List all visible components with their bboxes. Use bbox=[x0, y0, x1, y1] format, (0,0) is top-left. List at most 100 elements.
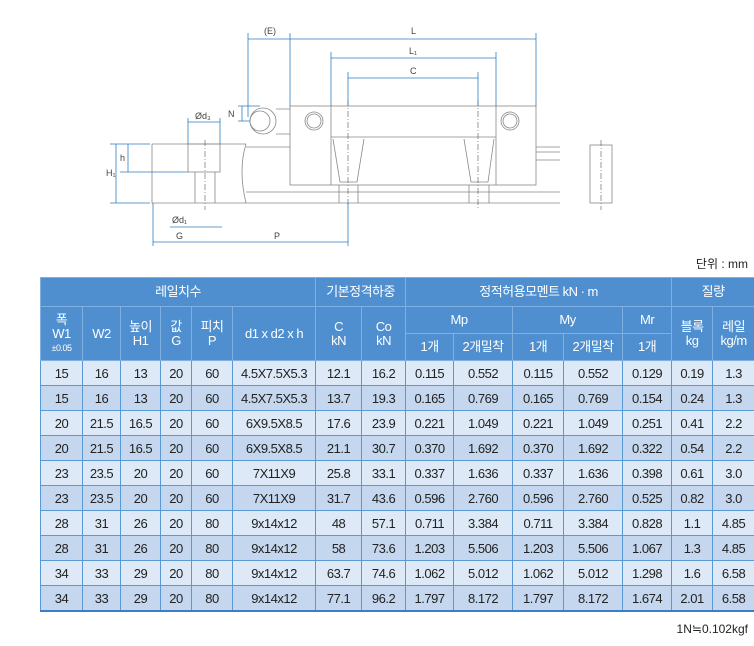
table-cell: 80 bbox=[191, 560, 233, 586]
table-cell: 0.552 bbox=[563, 360, 624, 386]
table-cell: 80 bbox=[191, 510, 233, 536]
table-cell: 15 bbox=[40, 385, 83, 411]
table-cell: 1.3 bbox=[671, 535, 714, 561]
table-cell: 29 bbox=[120, 560, 161, 586]
table-cell: 9x14x12 bbox=[231, 535, 317, 561]
table-cell: 0.711 bbox=[512, 510, 565, 536]
table-cell: 20 bbox=[160, 535, 192, 561]
table-cell: 0.221 bbox=[405, 410, 455, 436]
table-cell: 31 bbox=[82, 535, 121, 561]
label-c: C bbox=[410, 66, 417, 76]
header-mass: 질량 bbox=[671, 277, 754, 307]
table-cell: 0.41 bbox=[671, 410, 714, 436]
label-l: L bbox=[411, 26, 416, 36]
w1-tolerance: ±0.05 bbox=[51, 343, 72, 354]
table-cell: 2.760 bbox=[453, 485, 514, 511]
table-cell: 13 bbox=[120, 385, 161, 411]
table-cell: 4.5X7.5X5.3 bbox=[231, 360, 317, 386]
center-lines bbox=[204, 100, 602, 210]
p-label: 피치 bbox=[200, 318, 224, 334]
table-cell: 0.54 bbox=[671, 435, 714, 461]
table-cell: 25.8 bbox=[315, 460, 363, 486]
table-cell: 1.692 bbox=[563, 435, 624, 461]
table-cell: 21.5 bbox=[82, 435, 121, 461]
table-cell: 20 bbox=[120, 460, 161, 486]
table-cell: 20 bbox=[160, 385, 192, 411]
table-cell: 16.5 bbox=[120, 435, 161, 461]
label-e: (E) bbox=[264, 26, 276, 36]
header-my-single: 1개 bbox=[512, 333, 565, 361]
w1-label: 폭 bbox=[55, 312, 68, 328]
table-cell: 6.58 bbox=[712, 560, 754, 586]
table-cell: 48 bbox=[315, 510, 363, 536]
table-cell: 28 bbox=[40, 510, 83, 536]
table-cell: 23.5 bbox=[82, 485, 121, 511]
g-label: 값 bbox=[170, 318, 182, 334]
table-cell: 0.711 bbox=[405, 510, 455, 536]
co-label: Co bbox=[375, 318, 392, 334]
table-cell: 5.012 bbox=[453, 560, 514, 586]
table-cell: 16 bbox=[82, 385, 121, 411]
table-cell: 1.298 bbox=[622, 560, 673, 586]
table-cell: 4.85 bbox=[712, 510, 754, 536]
header-mr: Mr bbox=[622, 306, 673, 334]
table-cell: 1.203 bbox=[405, 535, 455, 561]
header-rail-dimensions: 레일치수 bbox=[39, 277, 317, 307]
table-cell: 7X11X9 bbox=[231, 485, 317, 511]
table-cell: 1.203 bbox=[512, 535, 565, 561]
table-cell: 3.384 bbox=[453, 510, 514, 536]
table-cell: 5.012 bbox=[563, 560, 624, 586]
label-g: G bbox=[176, 231, 183, 241]
table-cell: 1.797 bbox=[405, 585, 455, 612]
table-cell: 23 bbox=[40, 485, 83, 511]
header-w2: W2 bbox=[82, 306, 121, 361]
table-cell: 9x14x12 bbox=[231, 585, 317, 612]
table-cell: 33 bbox=[82, 560, 121, 586]
table-cell: 5.506 bbox=[563, 535, 624, 561]
table-cell: 0.828 bbox=[622, 510, 673, 536]
table-cell: 60 bbox=[191, 385, 233, 411]
table-cell: 0.337 bbox=[512, 460, 565, 486]
table-cell: 23 bbox=[40, 460, 83, 486]
table-cell: 34 bbox=[40, 560, 83, 586]
table-cell: 2.01 bbox=[671, 585, 714, 612]
table-cell: 4.85 bbox=[712, 535, 754, 561]
table-cell: 34 bbox=[40, 585, 83, 612]
rail-label: 레일 bbox=[722, 318, 746, 334]
table-cell: 30.7 bbox=[361, 435, 407, 461]
table-cell: 19.3 bbox=[361, 385, 407, 411]
h1-label: 높이 bbox=[129, 318, 152, 334]
table-cell: 0.596 bbox=[512, 485, 565, 511]
table-cell: 16.2 bbox=[361, 360, 407, 386]
table-cell: 26 bbox=[120, 510, 161, 536]
table-cell: 12.1 bbox=[315, 360, 363, 386]
table-cell: 6.58 bbox=[712, 585, 754, 612]
table-cell: 20 bbox=[40, 435, 83, 461]
table-cell: 1.062 bbox=[512, 560, 565, 586]
table-cell: 60 bbox=[191, 485, 233, 511]
dimension-lines bbox=[110, 33, 537, 246]
label-h1: H₁ bbox=[106, 168, 116, 178]
block-label: 블록 bbox=[680, 318, 704, 334]
table-cell: 33 bbox=[82, 585, 121, 612]
table-cell: 16.5 bbox=[120, 410, 161, 436]
table-cell: 13.7 bbox=[315, 385, 363, 411]
table-cell: 20 bbox=[160, 485, 192, 511]
table-cell: 1.6 bbox=[671, 560, 714, 586]
header-mp-single: 1개 bbox=[405, 333, 455, 361]
table-cell: 60 bbox=[191, 360, 233, 386]
g-symbol: G bbox=[171, 332, 181, 348]
rail-unit: kg/m bbox=[720, 332, 748, 348]
table-cell: 8.172 bbox=[563, 585, 624, 612]
table-cell: 1.1 bbox=[671, 510, 714, 536]
label-l1: L₁ bbox=[409, 46, 417, 56]
